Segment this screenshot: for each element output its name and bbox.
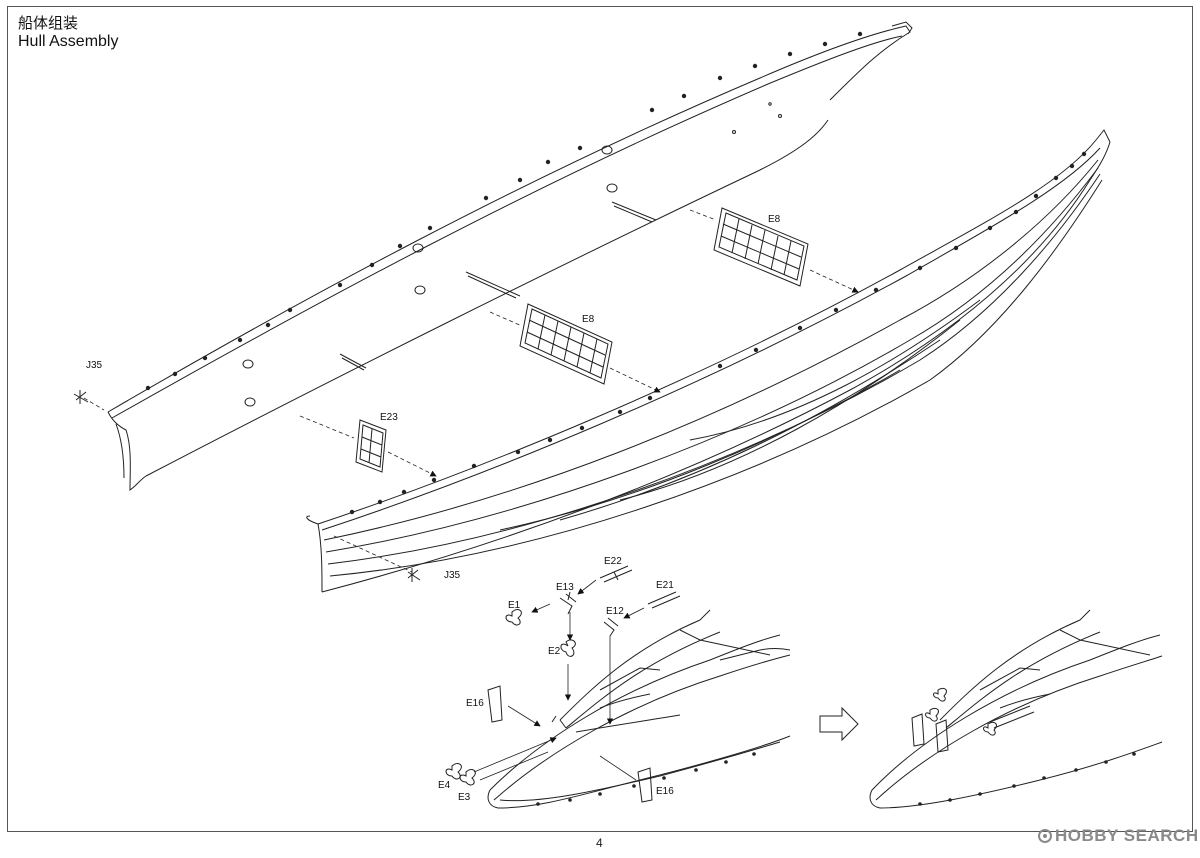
watermark: HOBBY SEARCH xyxy=(1038,826,1199,846)
label-e8-b: E8 xyxy=(582,314,595,325)
label-e12: E12 xyxy=(606,606,624,617)
part-j35-b xyxy=(407,568,421,582)
title-english: Hull Assembly xyxy=(18,33,119,50)
label-e16-a: E16 xyxy=(466,698,484,709)
part-e2 xyxy=(560,639,576,657)
label-e23: E23 xyxy=(380,412,398,423)
label-j35-a: J35 xyxy=(86,360,103,371)
lower-hull-stern xyxy=(306,515,323,593)
watermark-text: HOBBY SEARCH xyxy=(1055,826,1199,845)
part-e23-grating xyxy=(355,419,387,473)
part-e16-a xyxy=(487,685,503,723)
stern-detail-exploded xyxy=(487,609,791,809)
lower-hull-deck-edge xyxy=(317,129,1111,525)
label-e13: E13 xyxy=(556,582,574,593)
upper-hull-lower-edge xyxy=(145,119,829,477)
label-e1: E1 xyxy=(508,600,521,611)
lower-hull xyxy=(306,129,1111,593)
lower-hull-rim-pegs xyxy=(349,151,1087,515)
part-e13 xyxy=(559,591,577,615)
guide-lines xyxy=(83,209,859,573)
part-e22 xyxy=(599,565,633,583)
label-e3: E3 xyxy=(458,792,471,803)
part-e16-b xyxy=(637,767,653,803)
upper-hull-outer-edge xyxy=(107,25,911,413)
label-e2: E2 xyxy=(548,646,561,657)
label-e4: E4 xyxy=(438,780,451,791)
label-e8-a: E8 xyxy=(768,214,781,225)
label-e16-b: E16 xyxy=(656,786,674,797)
title-block: 船体组装 Hull Assembly xyxy=(18,14,118,51)
part-e3 xyxy=(459,769,476,786)
upper-hull-inner-edge xyxy=(111,35,903,419)
page-frame xyxy=(7,6,1193,832)
part-labels: J35 E8 E8 E23 J35 E22 E13 E21 E1 E12 E2 … xyxy=(86,214,781,803)
right-arrow-icon xyxy=(819,706,859,742)
upper-hull xyxy=(107,21,913,491)
title-chinese: 船体组装 xyxy=(18,14,79,32)
small-part-arrows xyxy=(473,579,645,781)
part-e21 xyxy=(647,591,681,609)
label-e22: E22 xyxy=(604,556,622,567)
label-e21: E21 xyxy=(656,580,674,591)
stern-detail-pegs xyxy=(536,752,756,806)
part-e12 xyxy=(603,617,619,637)
part-e4 xyxy=(445,763,462,780)
part-e8-grating-b xyxy=(519,303,613,385)
page-number: 4 xyxy=(596,836,603,850)
stern-detail-assembled-pegs xyxy=(918,752,1136,806)
part-e1 xyxy=(505,609,522,626)
part-e8-grating-a xyxy=(713,207,809,287)
hobby-search-logo-icon xyxy=(1038,829,1052,843)
stern-detail-assembled xyxy=(869,609,1163,809)
small-parts xyxy=(445,565,681,803)
label-j35-b: J35 xyxy=(444,570,461,581)
lower-hull-keel xyxy=(321,141,1111,593)
upper-hull-stern xyxy=(107,411,147,491)
upper-hull-rim-pegs xyxy=(145,31,863,391)
part-j35-a xyxy=(73,390,89,404)
